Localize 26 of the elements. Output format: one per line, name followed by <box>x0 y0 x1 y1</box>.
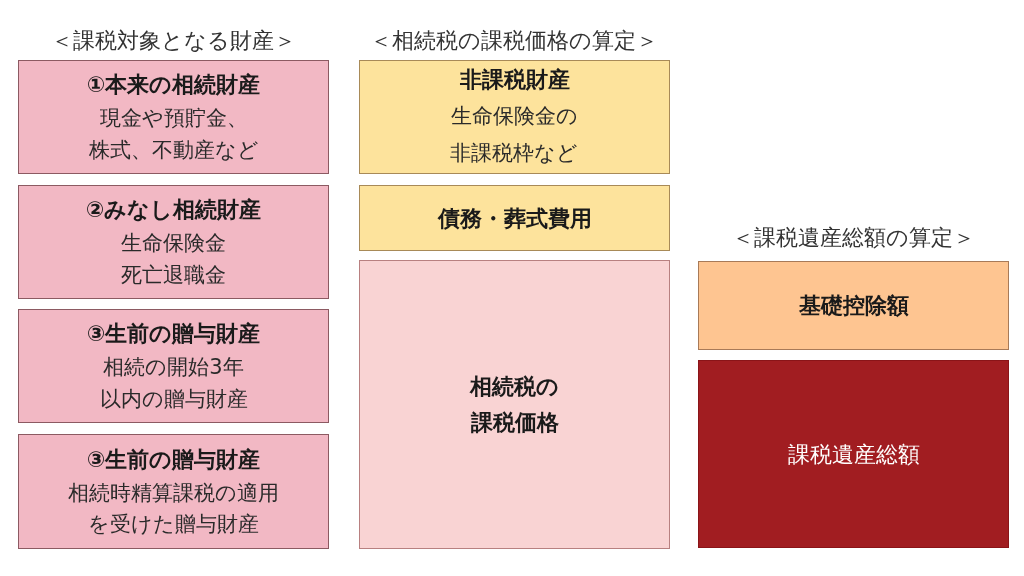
deduction-box <box>359 185 670 251</box>
box-heading: ①本来の相続財産 <box>86 71 261 99</box>
asset-category-box <box>18 309 329 423</box>
box-description: 生命保険金死亡退職金 <box>120 230 227 289</box>
asset-category-box <box>18 185 329 299</box>
box-description: 生命保険金の非課税枠など <box>449 103 580 167</box>
asset-category-box <box>18 434 329 549</box>
taxable-estate-block <box>698 360 1009 548</box>
box-heading: ③生前の贈与財産 <box>86 445 261 474</box>
box-description: 現金や預貯金、株式、不動産など <box>87 105 260 164</box>
box-label: 債務・葬式費用 <box>437 204 592 233</box>
box-description: 相続の開始3年以内の贈与財産 <box>98 354 249 413</box>
box-heading: 非課税財産 <box>459 66 570 95</box>
taxable-value-block <box>359 260 670 549</box>
box-heading: ③生前の贈与財産 <box>86 320 261 348</box>
box-heading: ②みなし相続財産 <box>85 196 262 224</box>
box-description: 相続時精算課税の適用を受けた贈与財産 <box>67 479 280 538</box>
column-heading: ＜課税対象となる財産＞ <box>50 28 296 55</box>
column-heading: ＜相続税の課税価格の算定＞ <box>370 28 658 55</box>
asset-category-box <box>18 60 329 174</box>
box-label: 基礎控除額 <box>798 292 909 320</box>
basic-deduction-block <box>698 261 1009 350</box>
box-label: 相続税の課税価格 <box>468 373 560 437</box>
box-label: 課税遺産総額 <box>787 440 920 469</box>
column-heading: ＜課税遺産総額の算定＞ <box>731 225 975 252</box>
deduction-box <box>359 60 670 174</box>
